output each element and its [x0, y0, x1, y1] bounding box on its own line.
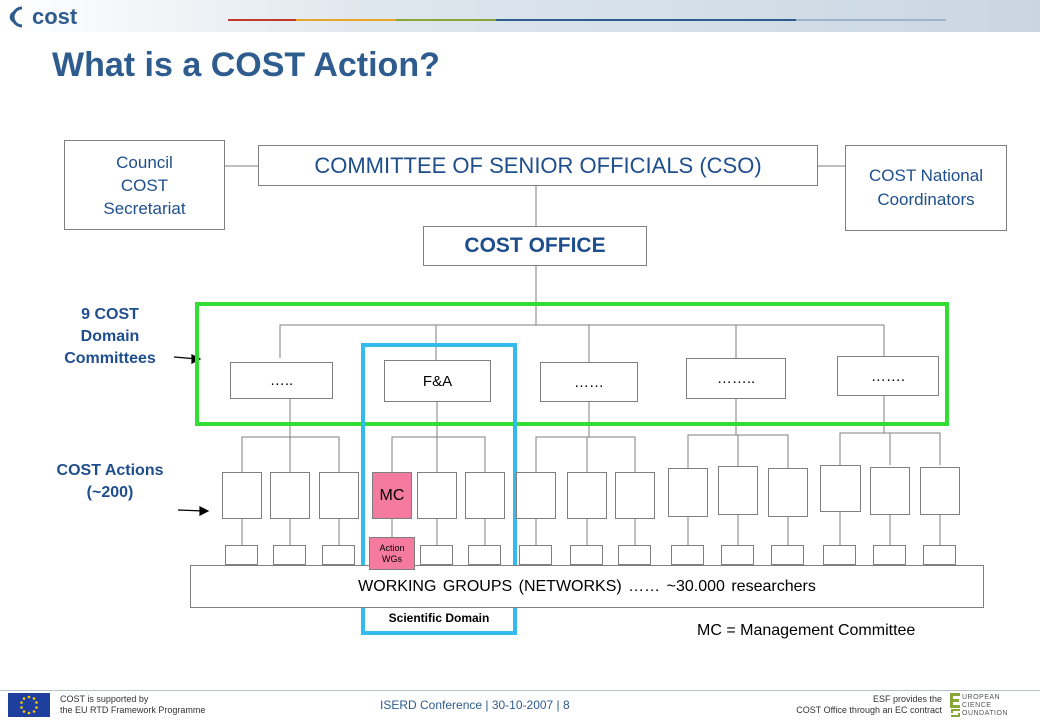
footer-right-line-2: COST Office through an EC contract — [796, 705, 942, 715]
mc-box: MC — [372, 472, 412, 519]
national-line-1: COST National — [868, 166, 983, 185]
action-box — [768, 468, 808, 517]
action-wgs-line-2: WGs — [382, 553, 402, 564]
logo-text: cost — [32, 4, 78, 29]
action-box — [417, 472, 457, 519]
footer-right-line-1: ESF provides the — [872, 694, 942, 704]
header-stripe-light — [796, 19, 946, 21]
actions-label-line-1: COST Actions — [56, 462, 164, 479]
wg-box — [225, 545, 258, 565]
esf-logo: UROPEAN CIENCE OUNDATION — [948, 692, 1018, 718]
header-stripe-blue — [496, 19, 796, 21]
header-bar — [0, 0, 1040, 32]
esf-line-3: OUNDATION — [962, 710, 1008, 717]
domains-label-line-2: Domain — [80, 328, 140, 345]
footer-left-line-2: the EU RTD Framework Programme — [60, 705, 206, 715]
wg-box — [322, 545, 355, 565]
cost-office-box: COST OFFICE — [423, 226, 647, 266]
scientific-domain-label: Scientific Domain — [388, 611, 490, 625]
footer-right-text: ESF provides the COST Office through an … — [760, 694, 942, 716]
cso-box: COMMITTEE OF SENIOR OFFICIALS (CSO) — [258, 145, 818, 186]
domain-committee-fa: F&A — [384, 360, 491, 402]
header-stripe-orange — [296, 19, 396, 21]
eu-flag-icon — [8, 693, 50, 717]
wg-box — [519, 545, 552, 565]
wg-box — [273, 545, 306, 565]
domain-committees-label: 9 COST Domain Committees — [40, 304, 180, 370]
wg-box — [923, 545, 956, 565]
page-title: What is a COST Action? — [52, 46, 440, 84]
national-coordinators-box: COST National Coordinators — [845, 145, 1007, 231]
action-box — [222, 472, 262, 519]
action-box — [270, 472, 310, 519]
action-box — [870, 467, 910, 515]
domain-committee-4: …….. — [686, 358, 786, 399]
action-box — [615, 472, 655, 519]
domain-committees-frame — [195, 302, 949, 426]
domain-committee-3: …… — [540, 362, 638, 402]
cost-actions-label: COST Actions (~200) — [30, 460, 190, 504]
mc-legend: MC = Management Committee — [697, 622, 916, 639]
action-box — [465, 472, 505, 519]
national-line-2: Coordinators — [877, 190, 975, 209]
wg-box — [721, 545, 754, 565]
esf-line-2: CIENCE — [962, 702, 992, 709]
wg-box — [873, 545, 906, 565]
cost-logo: cost — [8, 4, 98, 30]
working-groups-bar: WORKING GROUPS (NETWORKS) …… ~30.000 res… — [190, 565, 984, 608]
wg-box — [618, 545, 651, 565]
domain-committee-1: ….. — [230, 362, 333, 399]
wg-box — [570, 545, 603, 565]
action-box — [567, 472, 607, 519]
council-line-1: Council — [116, 152, 173, 172]
header-stripe-red — [228, 19, 296, 21]
wg-box — [468, 545, 501, 565]
action-wgs-line-1: Action — [379, 542, 405, 553]
council-line-2: COST — [120, 175, 169, 195]
footer-left-text: COST is supported by the EU RTD Framewor… — [60, 694, 205, 716]
esf-line-1: UROPEAN — [962, 694, 1001, 701]
header-stripe-green — [396, 19, 496, 21]
council-cost-secretariat-box: Council COST Secretariat — [64, 140, 225, 230]
domains-label-line-1: 9 COST — [81, 306, 139, 323]
action-box — [668, 468, 708, 517]
action-box — [920, 467, 960, 515]
footer-left-line-1: COST is supported by — [60, 694, 149, 704]
council-line-3: Secretariat — [103, 198, 186, 218]
wg-box — [823, 545, 856, 565]
footer-center-text: ISERD Conference | 30-10-2007 | 8 — [380, 698, 570, 712]
actions-label-line-2: (~200) — [86, 484, 134, 501]
domain-committee-5: ……. — [837, 356, 939, 396]
action-wgs-box: Action WGs — [369, 537, 415, 570]
action-box — [820, 465, 861, 512]
domains-label-line-3: Committees — [64, 350, 156, 367]
scientific-domain-frame — [361, 343, 517, 635]
wg-box — [420, 545, 453, 565]
footer-separator — [0, 690, 1040, 691]
wg-box — [771, 545, 804, 565]
action-box — [516, 472, 556, 519]
action-box — [319, 472, 359, 519]
wg-box — [671, 545, 704, 565]
action-box — [718, 466, 758, 515]
